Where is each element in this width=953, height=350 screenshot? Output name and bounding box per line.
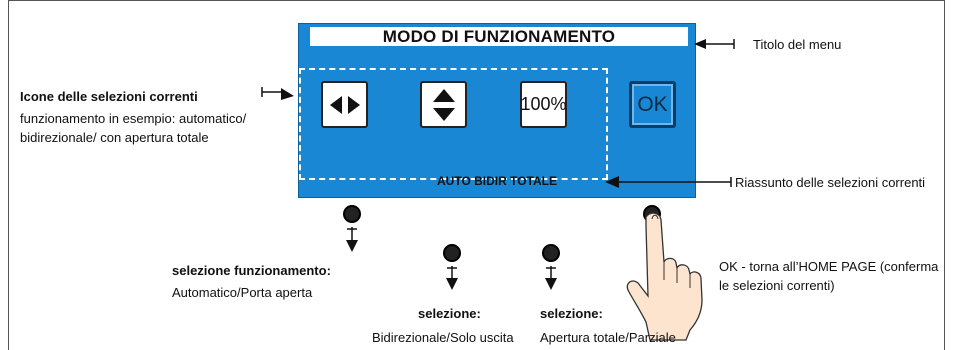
menu-title-callout: Titolo del menu <box>753 37 842 52</box>
icons-callout-desc-2: bidirezionale/ con apertura totale <box>20 130 209 145</box>
mode-selection-button[interactable] <box>321 81 368 128</box>
mode-knob[interactable] <box>343 205 361 223</box>
direction-knob[interactable] <box>443 244 461 262</box>
percent-label: 100% <box>520 94 567 114</box>
left-right-arrows-icon <box>329 95 360 114</box>
summary-callout: Riassunto delle selezioni correnti <box>735 175 926 190</box>
opening-selection-title: selezione: <box>540 306 603 321</box>
icons-callout-heading: Icone delle selezioni correnti <box>20 89 198 104</box>
opening-knob[interactable] <box>542 244 560 262</box>
ok-label: OK <box>637 92 668 116</box>
diagram-frame <box>8 0 945 350</box>
direction-selection-button[interactable] <box>420 81 467 128</box>
ok-callout-2: le selezioni correnti) <box>719 278 835 293</box>
direction-selection-title: selezione: <box>418 306 481 321</box>
direction-selection-desc: Bidirezionale/Solo uscita <box>372 330 514 345</box>
opening-selection-button[interactable]: 100% <box>520 81 567 128</box>
ok-button[interactable]: OK <box>629 81 676 128</box>
current-selections-box <box>299 68 608 180</box>
up-down-arrows-icon <box>432 88 455 121</box>
lcd-panel: MODO DI FUNZIONAMENTO 100% OK AUTO BIDIR… <box>298 23 696 198</box>
opening-selection-desc: Apertura totale/Parziale <box>540 330 676 345</box>
ok-callout-1: OK - torna all’HOME PAGE (conferma <box>719 259 939 274</box>
menu-title: MODO DI FUNZIONAMENTO <box>310 27 688 46</box>
mode-selection-desc: Automatico/Porta aperta <box>172 285 313 300</box>
selection-summary: AUTO BIDIR TOTALE <box>437 174 557 188</box>
mode-selection-title: selezione funzionamento: <box>172 263 331 278</box>
icons-callout-desc-1: funzionamento in esempio: automatico/ <box>20 111 247 126</box>
